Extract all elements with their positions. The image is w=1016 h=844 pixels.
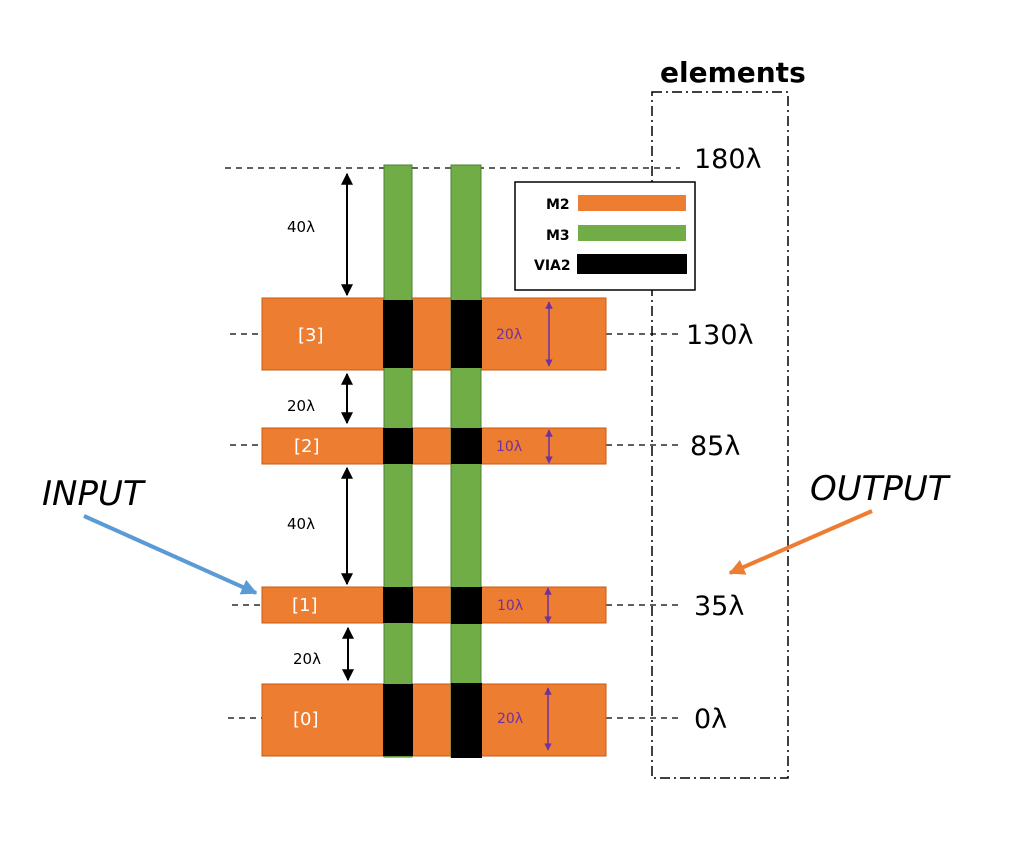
legend-label-m3: M3 [546, 228, 570, 244]
gap-label: 20λ [287, 397, 315, 415]
bar-label: [3] [298, 325, 324, 346]
via2-3-left [383, 300, 413, 368]
level-labels: 180λ 130λ 85λ 35λ 0λ [686, 144, 762, 735]
via2-2-left [383, 428, 413, 464]
level-label: 85λ [690, 431, 740, 462]
via2-0-right [451, 683, 482, 758]
via2-3-right [451, 300, 482, 368]
gap-label: 40λ [287, 218, 315, 236]
width-arrows [544, 301, 553, 751]
legend-label-m2: M2 [546, 197, 570, 213]
elements-box [651, 91, 789, 779]
gap-label: 40λ [287, 515, 315, 533]
legend-swatch-m2 [578, 195, 686, 211]
bar-labels: [3] [2] [1] [0] [292, 325, 324, 730]
gap-label: 20λ [293, 650, 321, 668]
input-label: INPUT [42, 474, 146, 514]
via2-0-left [383, 684, 413, 756]
gap-labels: 40λ 20λ 40λ 20λ [287, 218, 321, 668]
via2-squares [383, 300, 482, 758]
via2-1-left [383, 587, 413, 623]
output-arrow [728, 509, 873, 575]
level-label: 0λ [694, 704, 727, 735]
width-labels: 20λ 10λ 10λ 20λ [496, 327, 523, 727]
gap-arrows [341, 172, 354, 682]
width-label: 10λ [497, 598, 523, 614]
width-label: 10λ [496, 439, 522, 455]
legend-swatch-m3 [578, 225, 686, 241]
via2-1-right [451, 587, 482, 624]
legend-label-via2: VIA2 [534, 258, 571, 274]
bar-label: [2] [294, 436, 320, 457]
bar-label: [1] [292, 595, 318, 616]
elements-title: elements [660, 56, 806, 89]
output-label: OUTPUT [810, 469, 951, 509]
level-lines [225, 167, 680, 719]
width-label: 20λ [497, 711, 523, 727]
input-arrow [83, 514, 258, 595]
width-label: 20λ [496, 327, 522, 343]
bar-label: [0] [293, 709, 319, 730]
level-label: 180λ [694, 144, 762, 175]
level-label: 130λ [686, 320, 754, 351]
legend: M2 M3 VIA2 [514, 181, 696, 291]
legend-swatch-via2 [577, 254, 687, 274]
level-label: 35λ [694, 591, 744, 622]
via2-2-right [451, 428, 482, 464]
